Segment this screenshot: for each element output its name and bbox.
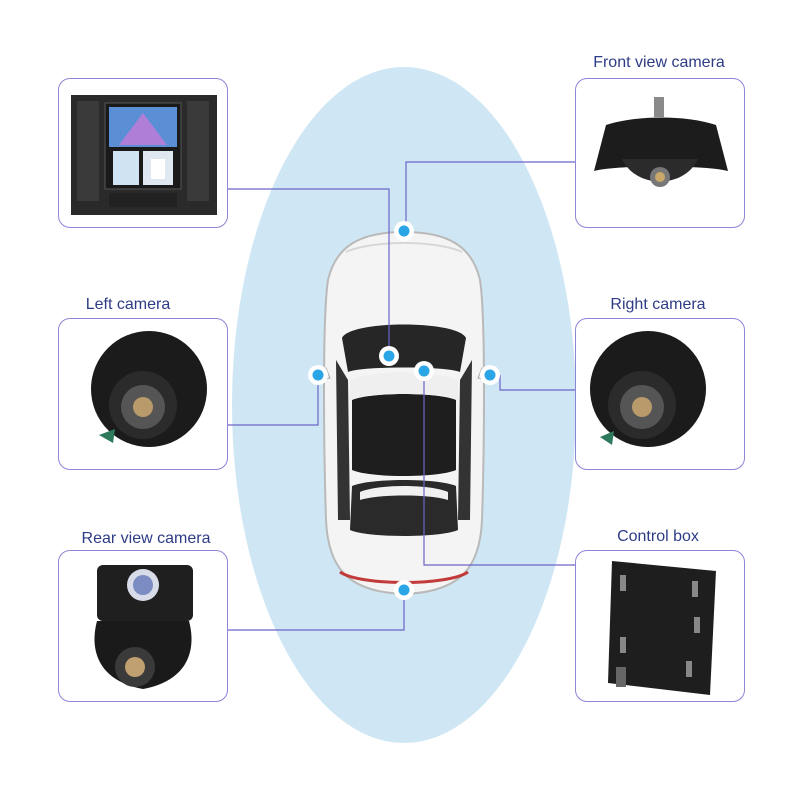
front-view-camera-box (575, 78, 745, 228)
connector-lines (228, 161, 576, 631)
left-camera-label: Left camera (85, 296, 171, 313)
marker-right (480, 365, 500, 385)
car-top-view-illustration (309, 230, 499, 596)
head-unit-screen-photo (71, 95, 217, 215)
rear-view-camera-label: Rear view camera (81, 530, 211, 547)
head-unit-screen-box (58, 78, 228, 228)
connector-screen (228, 188, 390, 356)
control-box-box (575, 550, 745, 702)
left-camera-box (58, 318, 228, 470)
marker-left (308, 365, 328, 385)
right-camera-box (575, 318, 745, 470)
marker-screen (379, 346, 399, 366)
connector-rear (228, 590, 405, 631)
right-camera-photo (590, 331, 706, 447)
rear-camera-photo (94, 565, 193, 689)
marker-rear (394, 580, 414, 600)
connector-left (228, 375, 319, 426)
rear-view-camera-box (58, 550, 228, 702)
marker-front (394, 221, 414, 241)
right-camera-label: Right camera (610, 296, 706, 313)
control-box-photo (608, 561, 716, 695)
marker-control (414, 361, 434, 381)
front-camera-photo (594, 97, 728, 187)
control-box-label: Control box (617, 528, 699, 545)
connector-control (423, 371, 576, 566)
left-camera-photo (91, 331, 207, 447)
connector-front (405, 161, 576, 231)
connector-right (499, 375, 576, 391)
camera-markers (308, 221, 500, 600)
front-view-camera-label: Front view camera (593, 54, 725, 71)
